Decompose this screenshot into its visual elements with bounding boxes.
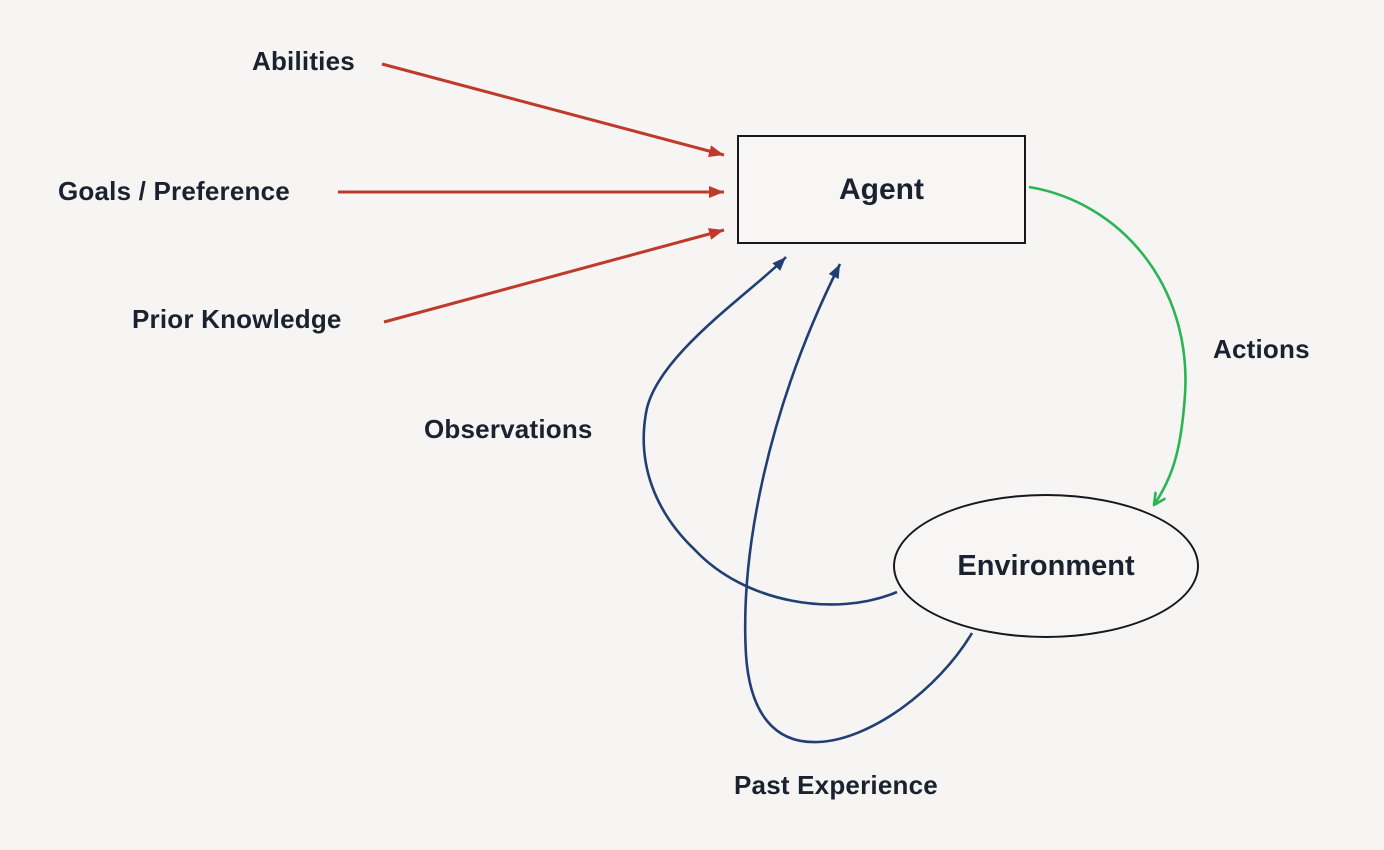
agent-node: Agent bbox=[737, 135, 1026, 244]
actions-label: Actions bbox=[1213, 334, 1310, 364]
observations-label: Observations bbox=[424, 414, 593, 444]
abilities-label: Abilities bbox=[252, 46, 355, 76]
prior-knowledge-arrow bbox=[383, 228, 725, 324]
past-experience-arrow bbox=[743, 263, 974, 744]
observations-arrow bbox=[642, 256, 898, 606]
prior-knowledge-label: Prior Knowledge bbox=[132, 304, 342, 334]
actions-arrow bbox=[1028, 185, 1187, 505]
environment-label: Environment bbox=[957, 549, 1135, 582]
agent-label: Agent bbox=[839, 172, 924, 206]
environment-node: Environment bbox=[893, 494, 1199, 638]
abilities-arrow bbox=[381, 62, 725, 157]
past-experience-label: Past Experience bbox=[734, 770, 938, 800]
goals-preference-label: Goals / Preference bbox=[58, 176, 290, 206]
